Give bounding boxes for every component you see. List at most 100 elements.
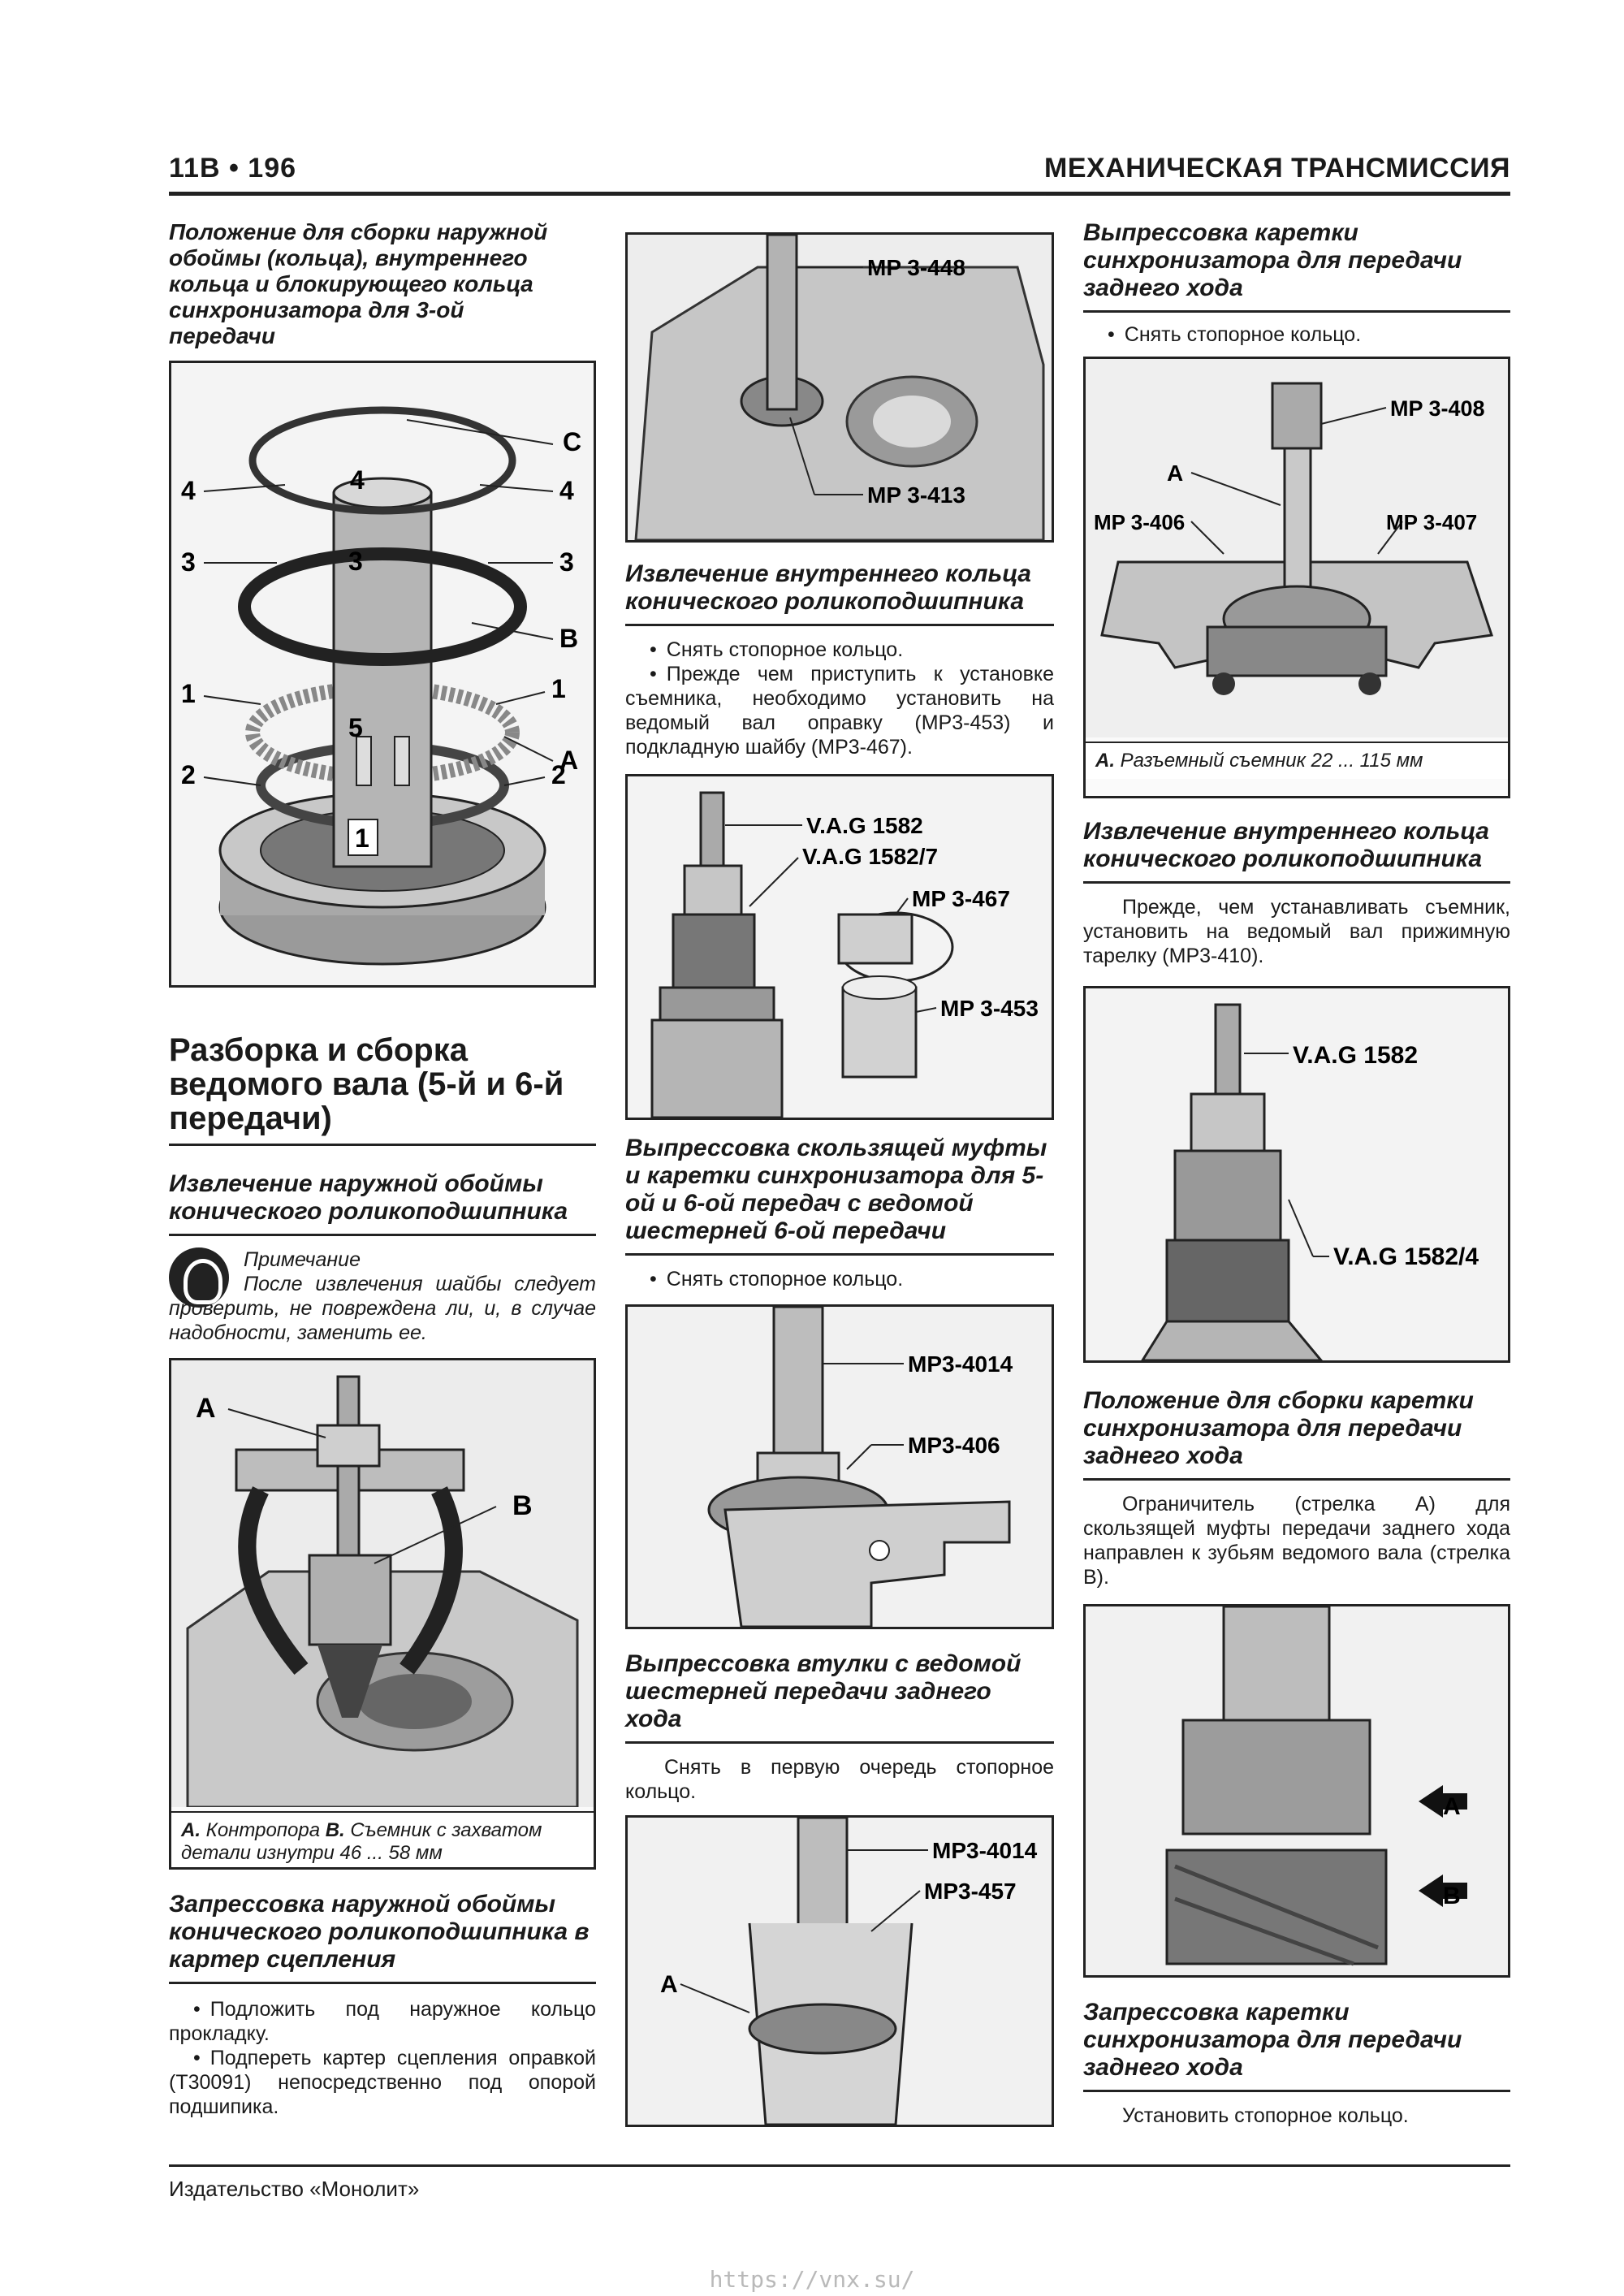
fig-label: B: [559, 624, 578, 653]
note-text: После извлечения шайбы следует проверить…: [169, 1273, 596, 1344]
figure-mp3-4014: MP3-4014 MP3-406: [625, 1304, 1054, 1629]
column-right: Выпрессовка каретки синхронизатора для п…: [1083, 219, 1510, 2128]
fig-label: C: [563, 427, 581, 456]
bullet-item: Подложить под наружное кольцо прокладку.: [169, 1997, 596, 2046]
fig-label: 3: [181, 547, 196, 577]
subheading-rule: [169, 1234, 596, 1236]
subheading-rule: [625, 624, 1054, 626]
section-heading: Разборка и сборка ведомого вала (5-й и 6…: [169, 1032, 564, 1136]
fig-label: MP3-406: [908, 1433, 1000, 1458]
subheading: Выпрессовка каретки синхронизатора для п…: [1083, 219, 1462, 301]
subheading-rule: [1083, 881, 1510, 884]
press-illustration: MP3-4014 MP3-406: [628, 1307, 1052, 1627]
bracket-press-illustration: MP3-4014 MP3-457 A: [628, 1818, 1052, 2125]
figure-mp3-448: MP 3-448 MP 3-413: [625, 232, 1054, 543]
fig-label: 4: [350, 465, 365, 495]
fig-label: V.A.G 1582/7: [802, 844, 938, 869]
subheading-rule: [1083, 2090, 1510, 2092]
publisher: Издательство «Монолит»: [169, 2177, 420, 2201]
figure-caption: A. Контропора B. Съемник с захватом дета…: [171, 1811, 594, 1867]
fig-label: V.A.G 1582: [1293, 1042, 1418, 1069]
fig-label: MP3-4014: [932, 1838, 1038, 1863]
fig-label: 1: [551, 674, 566, 703]
subheading-rule: [169, 1982, 596, 1984]
fig-label: A: [559, 746, 578, 775]
fig-label: 1: [355, 824, 369, 853]
header-rule: [169, 192, 1510, 196]
fig-label: 2: [181, 760, 196, 789]
figure-caption: A. Разъемный съемник 22 ... 115 мм: [1086, 742, 1508, 779]
fig-label: MP 3-413: [867, 482, 965, 508]
body-text: Установить стопорное кольцо.: [1122, 2104, 1409, 2127]
section-rule: [169, 1144, 596, 1146]
fig-label: B: [512, 1490, 533, 1521]
subheading: Извлечение наружной обоймы конического р…: [169, 1170, 568, 1225]
body-text: Снять в первую очередь стопорное кольцо.: [625, 1756, 1054, 1803]
housing-illustration: MP 3-448 MP 3-413: [628, 235, 1052, 540]
fig-label: MP3-457: [924, 1879, 1017, 1904]
fig-label: A: [1167, 460, 1183, 486]
note-block: Примечание После извлечения шайбы следуе…: [169, 1247, 596, 1345]
fig-label: MP 3-448: [867, 255, 965, 280]
fig-label: 2: [551, 760, 566, 789]
fig-label: V.A.G 1582: [806, 813, 923, 838]
fig-label: A: [660, 1971, 678, 1998]
body-text: Ограничитель (стрелка A) для скользящей …: [1083, 1493, 1510, 1589]
split-puller-illustration: MP 3-408 A MP 3-406 MP 3-407: [1086, 359, 1508, 737]
fig-label: V.A.G 1582/4: [1333, 1243, 1479, 1270]
subheading: Извлечение внутреннего кольца коническог…: [625, 560, 1031, 615]
fig-label: MP 3-408: [1390, 396, 1485, 421]
fig-label: MP 3-453: [940, 996, 1039, 1021]
subheading-rule: [1083, 1478, 1510, 1481]
fig-label: 4: [559, 476, 574, 505]
fig-label: 5: [348, 713, 363, 742]
column-left: Положение для сборки наружной обоймы (ко…: [169, 219, 596, 2119]
subheading: Извлечение внутреннего кольца коническог…: [1083, 818, 1489, 872]
fig-label: MP 3-407: [1386, 510, 1477, 534]
extractor-illustration: V.A.G 1582 V.A.G 1582/4: [1086, 988, 1508, 1360]
bullet-item: Снять стопорное кольцо.: [625, 1267, 1054, 1291]
figure-heading: Положение для сборки наружной обоймы (ко…: [169, 219, 548, 348]
subheading-rule: [1083, 310, 1510, 313]
bullet-item: Прежде чем приступить к установке съемни…: [625, 662, 1054, 759]
fig-label: A: [1443, 1793, 1461, 1820]
fig-label: 3: [559, 547, 574, 577]
bullet-item: Снять стопорное кольцо.: [625, 638, 1054, 662]
figure-mp3-457: MP3-4014 MP3-457 A: [625, 1815, 1054, 2127]
synchronizer-illustration: C 4 4 4 3 3 3 B 1 1 5 A 2 2 1: [171, 363, 594, 985]
fig-label: 4: [181, 476, 196, 505]
bullet-item: Снять стопорное кольцо.: [1083, 322, 1510, 347]
figure-synchronizer-3rd: C 4 4 4 3 3 3 B 1 1 5 A 2 2 1: [169, 361, 596, 988]
figure-mp3-408: MP 3-408 A MP 3-406 MP 3-407 A. Разъемны…: [1083, 357, 1510, 798]
figure-reverse-gear-sync: A B: [1083, 1604, 1510, 1978]
subheading: Запрессовка наружной обоймы конического …: [169, 1891, 590, 1973]
figure-puller: A B A. Контропора B. Съемник с захватом …: [169, 1358, 596, 1870]
subheading: Выпрессовка втулки с ведомой шестерней п…: [625, 1650, 1021, 1732]
bullet-item: Подпереть картер сцепления оправкой (T30…: [169, 2046, 596, 2119]
fig-label: 1: [181, 679, 196, 708]
fig-label: MP3-4014: [908, 1351, 1013, 1377]
body-text: Прежде, чем устанавливать съемник, устан…: [1083, 896, 1510, 967]
subheading: Положение для сборки каретки синхронизат…: [1083, 1387, 1474, 1469]
column-middle: MP 3-448 MP 3-413 Извлечение внутреннего…: [625, 232, 1054, 2127]
figure-vag-1582-4: V.A.G 1582 V.A.G 1582/4: [1083, 986, 1510, 1363]
watermark: https://vnx.su/: [709, 2266, 915, 2293]
subheading: Выпрессовка скользящей муфты и каретки с…: [625, 1135, 1047, 1244]
fig-label: MP 3-467: [912, 886, 1010, 911]
subheading: Запрессовка каретки синхронизатора для п…: [1083, 1999, 1462, 2081]
extractor-illustration: V.A.G 1582 V.A.G 1582/7 MP 3-467 MP 3-45…: [628, 776, 1052, 1118]
page-number: 11B • 196: [169, 153, 297, 184]
puller-illustration: A B: [171, 1360, 594, 1809]
figure-vag-1582-7: V.A.G 1582 V.A.G 1582/7 MP 3-467 MP 3-45…: [625, 774, 1054, 1120]
subheading-rule: [625, 1741, 1054, 1744]
note-title: Примечание: [244, 1248, 361, 1271]
lightbulb-icon: [169, 1247, 229, 1308]
footer-rule: [169, 2164, 1510, 2167]
section-title: МЕХАНИЧЕСКАЯ ТРАНСМИССИЯ: [1044, 153, 1510, 184]
fig-label: A: [196, 1393, 216, 1424]
page-header: 11B • 196 МЕХАНИЧЕСКАЯ ТРАНСМИССИЯ: [169, 146, 1510, 195]
fig-label: MP 3-406: [1094, 510, 1185, 534]
fig-label: 3: [348, 547, 363, 576]
subheading-rule: [625, 1253, 1054, 1256]
fig-label: B: [1443, 1883, 1461, 1909]
